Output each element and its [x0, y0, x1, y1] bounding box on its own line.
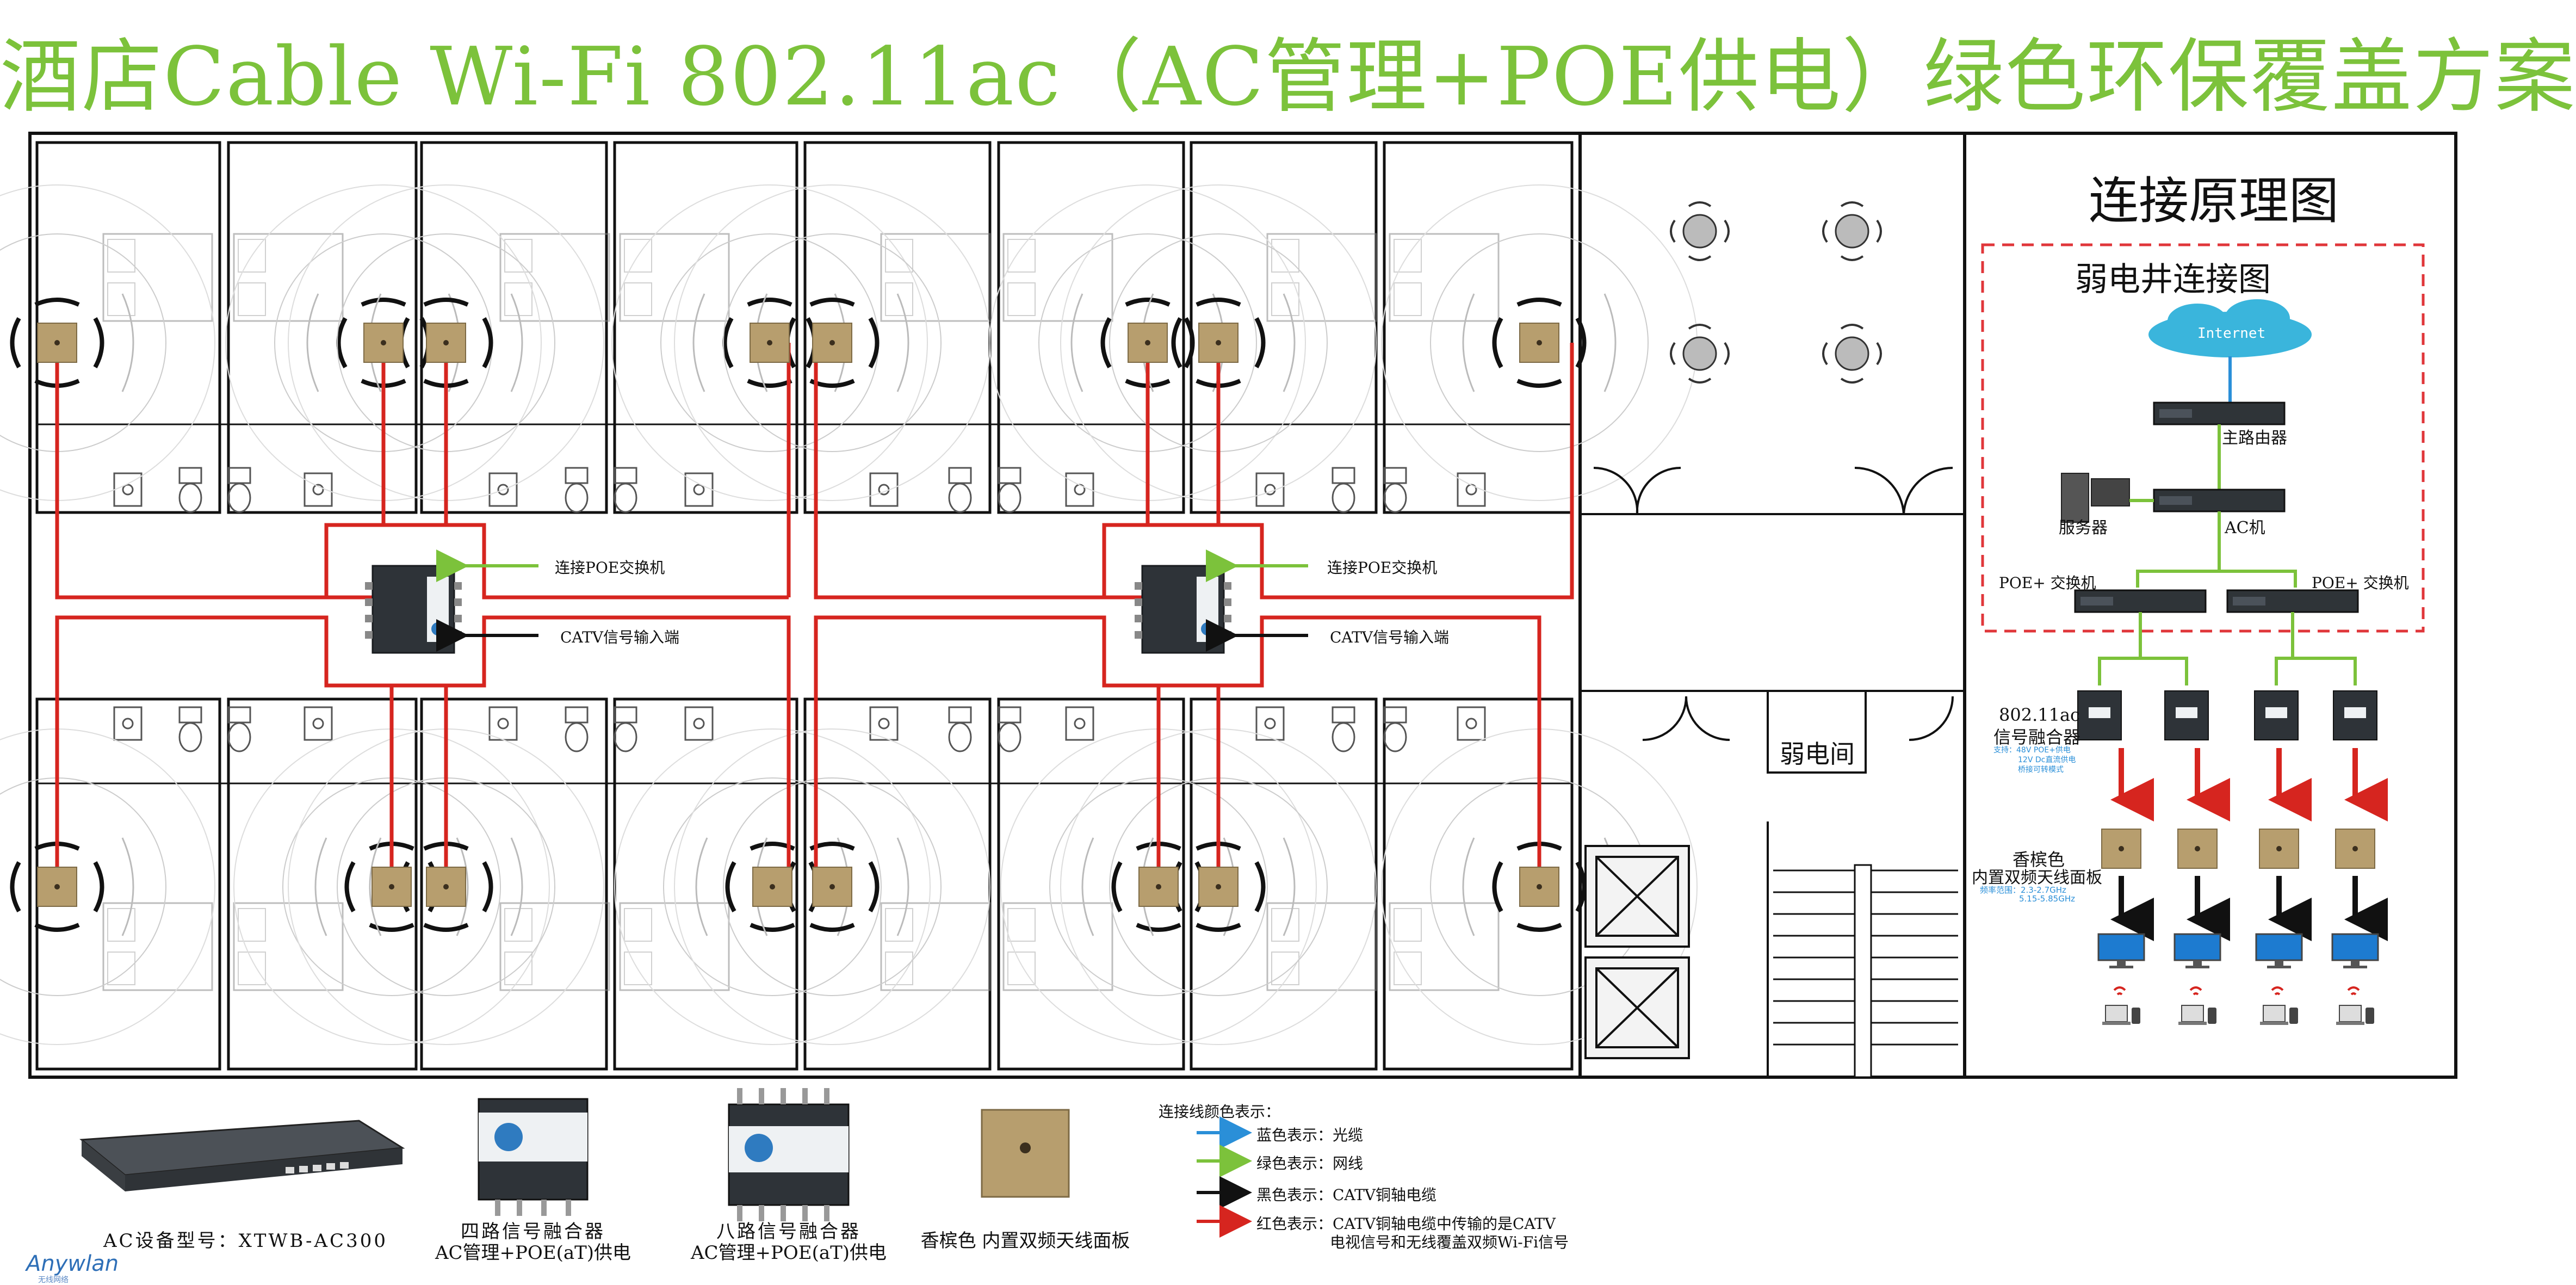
legend-red-1: 红色表示：CATV铜轴电缆中传输的是CATV	[1256, 1215, 1556, 1233]
callout-catv-right: CATV信号输入端	[1330, 628, 1450, 646]
anywlan-logo-sub: 无线网络	[38, 1276, 69, 1284]
beds	[102, 233, 1500, 991]
elevators	[1584, 845, 1690, 1059]
legend-red-2: 电视信号和无线覆盖双频Wi-Fi信号	[1330, 1233, 1569, 1251]
poe-switch-left-label: POE+ 交换机	[1999, 574, 2096, 592]
principle-box-title: 弱电井连接图	[2075, 261, 2271, 299]
coax-red-lines	[55, 343, 1574, 887]
ac-label: AC机	[2225, 518, 2265, 538]
legend-green: 绿色表示：网线	[1256, 1154, 1364, 1172]
mini-fusers	[2077, 690, 2377, 740]
eight-way-caption-1: 八路信号融合器	[716, 1221, 861, 1243]
tvs	[2097, 933, 2379, 969]
legend-title: 连接线颜色表示：	[1159, 1103, 1281, 1121]
server-icon	[2061, 473, 2130, 523]
panel-caption: 香槟色 内置双频天线面板	[920, 1230, 1130, 1252]
callout-poe-left: 连接POE交换机	[555, 559, 665, 577]
left-fuser	[364, 565, 463, 654]
four-way-caption-2: AC管理+POE(aT)供电	[435, 1242, 631, 1264]
panel-title-1: 香槟色	[2013, 849, 2065, 870]
four-way-fuser-image	[478, 1098, 589, 1216]
stairs	[1773, 864, 1958, 1078]
four-way-caption-1: 四路信号融合器	[461, 1221, 605, 1243]
page-title: 酒店Cable Wi-Fi 802.11ac（AC管理+POE供电）绿色环保覆盖…	[0, 30, 2576, 123]
poe-switch-right-label: POE+ 交换机	[2312, 574, 2409, 592]
ac-device-image	[79, 1120, 405, 1191]
internet-cloud	[2148, 299, 2312, 357]
freq-range-1: 频率范围：2.3-2.7GHz	[1980, 885, 2066, 895]
toilets	[113, 467, 1486, 752]
anywlan-logo: Anywlan	[26, 1251, 119, 1276]
client-devices	[2101, 986, 2375, 1026]
right-fuser	[1134, 565, 1233, 654]
champagne-panel-image	[981, 1109, 1070, 1198]
server-label: 服务器	[2059, 518, 2108, 538]
weak-room-label: 弱电间	[1780, 739, 1855, 769]
principle-title: 连接原理图	[2089, 172, 2339, 230]
internet-label: Internet	[2197, 325, 2266, 342]
panel-title-2: 内置双频天线面板	[1972, 868, 2102, 887]
lower-rooms	[35, 697, 1574, 1071]
fuser-spec-3: 桥接可转模式	[2018, 765, 2064, 774]
callout-catv-left: CATV信号输入端	[560, 628, 680, 646]
upper-rooms	[35, 141, 1574, 514]
fuser-title-2: 信号融合器	[1993, 727, 2081, 747]
router-label: 主路由器	[2222, 429, 2287, 448]
legend-black: 黑色表示：CATV铜轴电缆	[1256, 1186, 1437, 1204]
fuser-spec-2: 12V Dc直流供电	[2018, 756, 2076, 764]
wifi-waves	[0, 185, 1697, 1045]
fuser-title-1: 802.11ac	[1999, 705, 2080, 725]
ac-caption: AC设备型号：XTWB-AC300	[103, 1230, 388, 1252]
callout-poe-right: 连接POE交换机	[1327, 559, 1438, 577]
dining-tables	[1670, 201, 1882, 384]
legend-blue: 蓝色表示：光缆	[1256, 1126, 1364, 1144]
diagram-stage: 酒店Cable Wi-Fi 802.11ac（AC管理+POE供电）绿色环保覆盖…	[0, 30, 2576, 1284]
fuser-spec-1: 支持：48V POE+供电	[1993, 746, 2071, 755]
floor-plan	[0, 132, 2457, 1238]
eight-way-caption-2: AC管理+POE(aT)供电	[690, 1242, 887, 1264]
mini-panels	[2101, 829, 2375, 869]
freq-range-2: 5.15-5.85GHz	[2019, 894, 2075, 904]
eight-way-fuser-image	[728, 1088, 850, 1221]
